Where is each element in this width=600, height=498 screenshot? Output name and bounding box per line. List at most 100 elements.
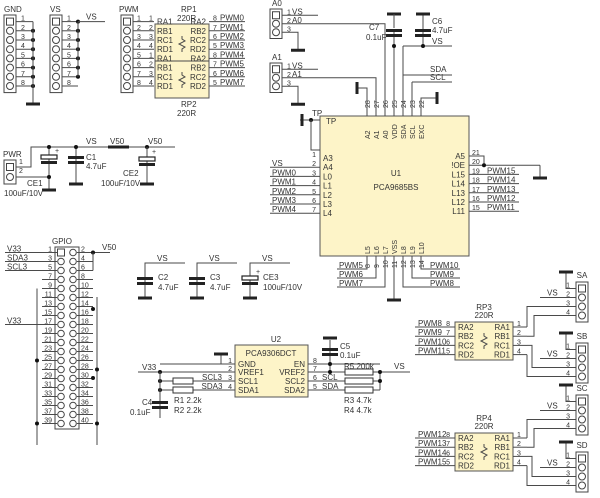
pwr-header-label: PWR: [3, 150, 22, 159]
pin-number: 5: [312, 189, 316, 196]
ground-symbol: [323, 336, 337, 340]
pin-square: [578, 345, 586, 354]
pin-number: 27: [44, 364, 52, 371]
pin-number: 2: [287, 72, 291, 79]
r4-label: R4 4.7k: [344, 406, 373, 415]
capacitor-plate: [415, 29, 431, 32]
junction-dot: [328, 362, 332, 366]
wire: [526, 354, 576, 377]
ground-symbol: [190, 296, 204, 300]
pin-round: [57, 284, 65, 293]
pin-number: 22: [419, 100, 426, 108]
pin-name: A3: [323, 154, 333, 163]
pin-round: [578, 372, 586, 381]
pin-number: 2: [67, 25, 71, 32]
pin-number: 4: [81, 256, 85, 263]
pwm-header-label: PWM: [119, 5, 139, 14]
vs-header-label: VS: [50, 5, 61, 14]
vs-connector-body: [49, 14, 63, 94]
pin-name: SCL2: [285, 377, 306, 386]
pin-number: 1: [48, 247, 52, 254]
pin-name: EN: [294, 360, 305, 369]
net-label-v50: V50: [148, 137, 163, 146]
resistor: [344, 386, 374, 394]
pin-number: 5: [48, 265, 52, 272]
capacitor-plate: [415, 34, 431, 37]
pin-number: 4: [67, 43, 71, 50]
pin-name: L14: [452, 180, 466, 189]
net-label: PWM2: [272, 187, 297, 196]
pin-name: VREF2: [279, 368, 305, 377]
net-label: PWM7: [339, 279, 364, 288]
net-label: SCL3: [202, 373, 223, 382]
net-label: PWM11: [487, 203, 515, 212]
rp4-body: [454, 432, 514, 472]
pin-number: 4: [517, 460, 521, 467]
net-label-vs: VS: [394, 362, 405, 371]
pin-name: L15: [452, 170, 466, 179]
pin-number: 8: [446, 432, 450, 439]
net-label: A1: [292, 70, 302, 79]
pin-round: [52, 72, 60, 81]
pin-number: 3: [48, 256, 52, 263]
capacitor: [152, 401, 168, 409]
pin-round: [57, 293, 65, 302]
pin-name: RD1: [494, 351, 511, 360]
junction-dot: [95, 421, 99, 426]
pin-number: 2: [228, 366, 232, 373]
capacitor-plate: [68, 161, 84, 164]
ground-symbol: [355, 82, 359, 94]
pin-name: RD1: [494, 462, 511, 471]
net-label: VS: [272, 159, 283, 168]
pin-name: RB2: [190, 64, 206, 73]
pin-round: [57, 329, 65, 338]
pin-name: RB2: [458, 443, 474, 452]
pin-round: [69, 338, 77, 347]
net-label-v33: V33: [7, 317, 22, 326]
pin-number: 2: [517, 441, 521, 448]
pin-round: [57, 401, 65, 410]
pin-name: SCL1: [238, 377, 259, 386]
wire: [337, 262, 377, 279]
r2-label: R2 2.2k: [174, 406, 203, 415]
resistor-symbol: [479, 333, 488, 349]
pin-number: 6: [67, 62, 71, 69]
pin-number: 7: [21, 71, 25, 78]
pin-number: 4: [517, 349, 521, 356]
pin-number: 1: [517, 432, 521, 439]
c1-value: 4.7uF: [86, 162, 107, 171]
sa-header-label: SA: [577, 271, 588, 280]
pin-number: 6: [81, 265, 85, 272]
net-label-pwm: PWM7: [220, 78, 245, 87]
pin-name: RB1: [494, 332, 510, 341]
pin-round: [123, 63, 131, 72]
rp3-value: 220R: [474, 311, 493, 320]
pin-round: [123, 36, 131, 44]
tp-label: TP: [312, 109, 322, 118]
pin-number: 35: [44, 400, 52, 407]
wire: [527, 428, 576, 448]
pin-round: [69, 320, 77, 329]
cap-ref: C2: [158, 273, 169, 282]
net-label-v50: V50: [102, 243, 117, 252]
c7-ref: C7: [369, 23, 380, 32]
c4-ref: C4: [142, 398, 153, 407]
pin-round: [6, 173, 14, 181]
pin-number: 8: [313, 358, 317, 365]
net-label: PWM14: [418, 448, 447, 457]
net-label: A0: [292, 16, 302, 25]
resistor: [344, 368, 374, 376]
net-label-pwm: PWM6: [220, 69, 245, 78]
ground-symbol: [416, 12, 430, 16]
pin-round: [123, 82, 131, 90]
pin-round: [57, 302, 65, 311]
net-label-vs: VS: [547, 289, 558, 298]
net-label: PWM9: [418, 328, 443, 337]
sd-connector: [575, 451, 589, 493]
pin-number: 8: [21, 80, 25, 87]
net-label: SCL3: [7, 263, 28, 272]
pin-number: 3: [228, 375, 232, 382]
